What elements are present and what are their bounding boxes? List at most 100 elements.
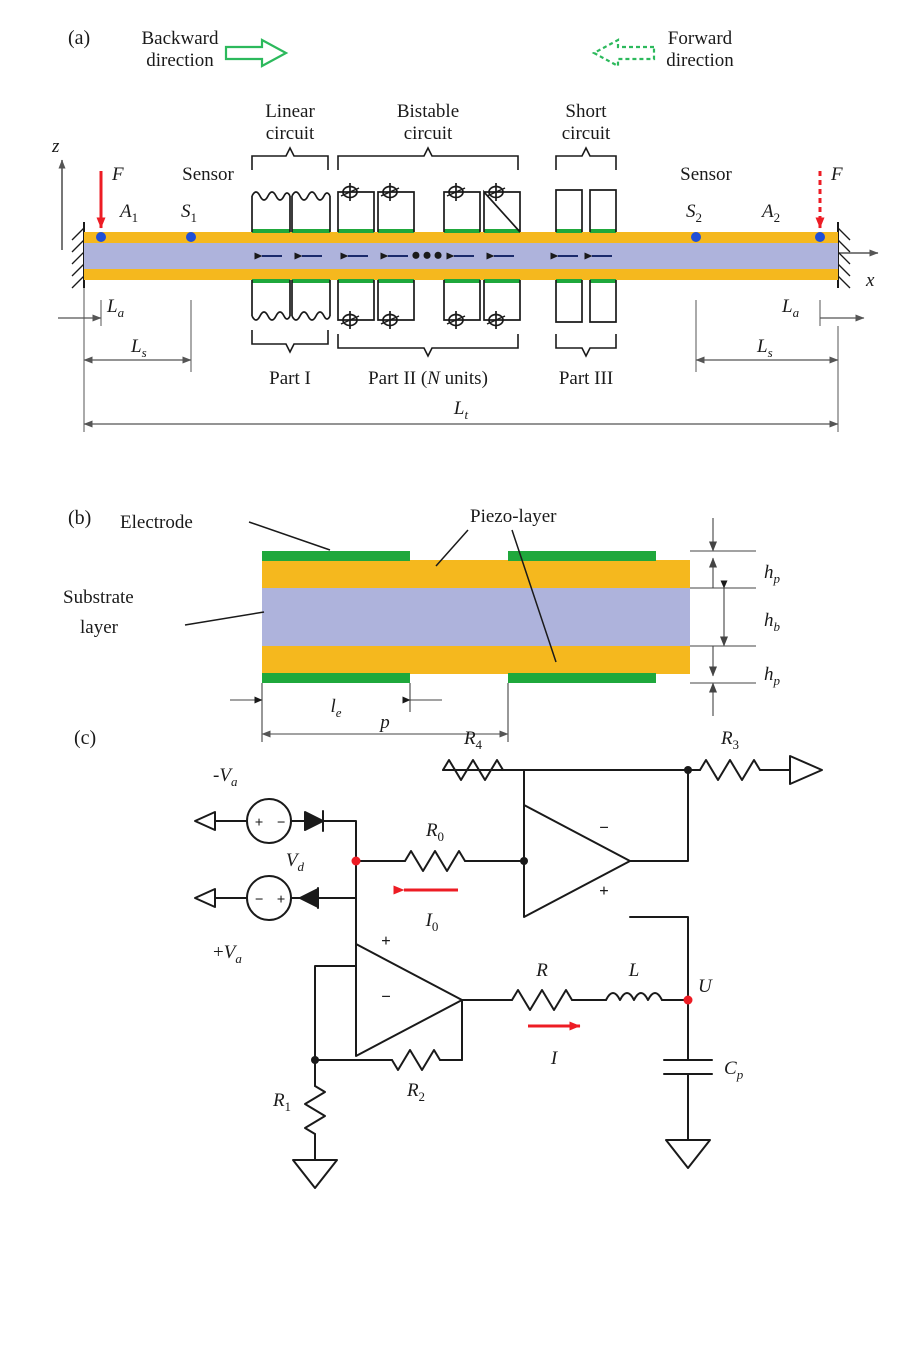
node-r3-r4-dot	[684, 766, 692, 774]
bistable-circuit-cells	[337, 189, 521, 321]
resistor-r2-label: R2	[406, 1080, 425, 1104]
part-i-label: Part I	[269, 368, 311, 389]
diode-neg-icon	[304, 811, 324, 831]
node-a2-dot	[815, 232, 825, 242]
sensor-right-label: Sensor	[680, 164, 732, 185]
sensor-right-group: Sensor S2	[680, 164, 733, 242]
panel-b-label: (b)	[68, 507, 91, 529]
diode-pos-icon	[299, 888, 319, 908]
bistable-ellipsis: •••	[411, 241, 444, 270]
bistable-symbol-icon	[486, 183, 506, 201]
point-a2-label: A2	[760, 201, 780, 225]
panel-c-label: (c)	[74, 727, 96, 749]
circuit-titles: Linear circuit Bistable circuit Short ci…	[265, 101, 611, 144]
forward-direction-line1: Forward	[668, 28, 733, 49]
dim-ls-right: Ls	[695, 300, 839, 372]
electrode-label: Electrode	[120, 512, 193, 533]
dim-ls-left-label: Ls	[130, 336, 147, 360]
bistable-element-symbols	[340, 183, 506, 329]
opamp-upper	[523, 804, 631, 918]
short-circuit-cells	[555, 189, 617, 323]
panel-b-electrodes	[262, 551, 656, 683]
node-opamp-upper-in-dot	[520, 857, 528, 865]
electrode-bottom-right	[508, 673, 656, 683]
backward-arrow-icon	[224, 38, 289, 68]
electrode-callout: Electrode	[120, 512, 331, 551]
substrate-label-line1: Substrate	[63, 587, 134, 608]
piezo-callout: Piezo-layer	[435, 506, 557, 663]
node-s2-dot	[691, 232, 701, 242]
source-pos-label: +Va	[213, 942, 242, 966]
dim-la-left-label: La	[106, 296, 125, 320]
panel-b-piezo-bottom	[262, 646, 690, 674]
force-right-label: F	[830, 164, 843, 185]
beam-assembly	[84, 232, 838, 280]
resistor-r3-icon	[699, 759, 761, 781]
current-i-label: I	[550, 1048, 559, 1069]
forward-direction-group: Forward direction	[591, 28, 734, 71]
force-left-label: F	[111, 164, 124, 185]
part-ii-label: Part II (N units)	[368, 368, 488, 389]
dim-p-label: p	[378, 712, 390, 733]
source-neg-plus-sign: +	[255, 815, 264, 831]
resistor-r1-icon	[304, 1085, 326, 1135]
backward-direction-group: Backward direction	[141, 28, 289, 71]
source-pos-plus-sign: +	[277, 892, 286, 908]
circuit-top-braces	[251, 146, 617, 170]
dim-lt-label: Lt	[453, 398, 469, 422]
resistor-r4-icon	[442, 759, 504, 781]
output-terminal-icon	[789, 755, 823, 785]
dim-ls-right-label: Ls	[756, 336, 773, 360]
bistable-circuit-line2: circuit	[404, 123, 453, 144]
bistable-symbol-icon	[340, 311, 360, 329]
electrode-top-right	[508, 551, 656, 561]
ground-r1-icon	[292, 1159, 338, 1189]
inductor-l-label: L	[628, 960, 640, 981]
substrate-callout: Substrate layer	[63, 587, 265, 638]
positive-source-branch	[194, 854, 357, 945]
linear-circuit-line1: Linear	[265, 101, 315, 122]
current-i0-group: I0	[393, 885, 458, 934]
part-iii-label: Part III	[559, 368, 613, 389]
panel-b: (b) Electrode Piezo-layer Substrate laye…	[63, 506, 781, 742]
sensor-left-label: Sensor	[182, 164, 234, 185]
dim-hb-label: hb	[764, 610, 781, 634]
opamp-upper-minus-sign: −	[599, 818, 609, 837]
opamp-upper-out-wire	[629, 769, 689, 862]
negative-source-branch	[194, 798, 357, 856]
dim-la-right-label: La	[781, 296, 800, 320]
point-s1-label: S1	[181, 201, 197, 225]
current-i0-label: I0	[425, 910, 439, 934]
node-r1-r2-dot	[311, 1056, 319, 1064]
inductor-l-icon	[605, 992, 663, 1001]
backward-direction-line1: Backward	[141, 28, 219, 49]
axis-x-label: x	[865, 270, 875, 291]
dim-hp-bottom-label: hp	[764, 664, 781, 688]
forward-arrow-icon	[591, 38, 656, 68]
axis-z-label: z	[51, 136, 60, 157]
electrode-top-left	[262, 551, 410, 561]
panel-a-label: (a)	[68, 27, 90, 49]
electrode-bottom-left	[262, 673, 410, 683]
beam-electrodes	[252, 229, 616, 283]
ground-cap-icon	[665, 1139, 711, 1169]
beam-piezo-bottom	[84, 269, 838, 280]
left-fixed-support	[71, 222, 85, 289]
forward-direction-line2: direction	[666, 50, 734, 71]
bistable-symbol-icon	[446, 311, 466, 329]
bistable-symbol-icon	[486, 311, 506, 329]
sensor-left-group: Sensor S1	[181, 164, 235, 242]
opamp-upper-plus-sign: +	[599, 881, 609, 900]
node-s1-dot	[186, 232, 196, 242]
bistable-symbol-icon	[380, 311, 400, 329]
panel-b-length-dims	[230, 683, 509, 742]
backward-direction-line2: direction	[146, 50, 214, 71]
resistor-r3-label: R3	[720, 728, 739, 752]
right-fixed-support	[837, 222, 851, 289]
dim-la-right: La	[781, 296, 865, 326]
u-to-opamp-plus-wire	[629, 916, 689, 1001]
node-u-label: U	[698, 976, 713, 997]
dim-le-label: le	[330, 696, 341, 720]
panel-a: (a) Backward direction Forward direction…	[51, 27, 879, 432]
